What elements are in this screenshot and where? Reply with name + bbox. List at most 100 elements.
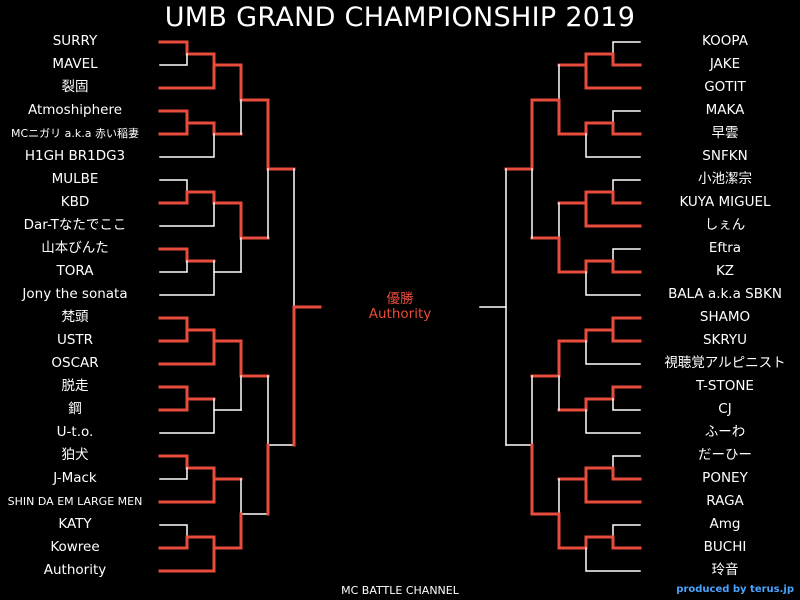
left-entrant: Kowree [50, 539, 100, 555]
right-entrant: KOOPA [702, 33, 748, 49]
bracket-line [158, 397, 189, 412]
bracket-line [612, 524, 641, 538]
bracket-line [504, 98, 534, 171]
left-entrant: SURRY [52, 33, 98, 49]
winner-heading: 優勝 [386, 291, 414, 307]
bracket-line [158, 40, 216, 56]
right-entrant: SNFKN [702, 148, 748, 164]
bracket-line [213, 398, 242, 411]
left-entrant: MCニガリ a.k.a 赤い稲妻 [10, 127, 139, 140]
left-entrant: MULBE [51, 171, 99, 187]
credit-link[interactable]: produced by terus.jp [676, 584, 794, 595]
right-entrant: SHAMO [699, 309, 751, 325]
bracket-line [584, 477, 642, 504]
right-entrant: しぇん [704, 217, 746, 233]
left-entrant: H1GH BR1DG3 [24, 148, 126, 164]
bracket-line [612, 179, 641, 193]
right-entrant: GOTIT [704, 79, 746, 95]
bracket-line [212, 466, 243, 481]
bracket-line [158, 535, 243, 550]
bracket-line [612, 41, 641, 55]
bracket-line [557, 466, 642, 481]
bracket-line [585, 547, 641, 572]
left-entrant: 脱走 [61, 378, 89, 394]
bracket-line [159, 179, 188, 193]
footer-channel: MC BATTLE CHANNEL [341, 584, 459, 597]
left-entrant: 裂固 [61, 79, 89, 95]
bracket-line [158, 328, 189, 343]
bracket-line [585, 340, 641, 365]
bracket-line [267, 375, 295, 446]
right-entrant: ふーわ [704, 424, 746, 440]
bracket-line [612, 398, 641, 411]
bracket-line [159, 133, 215, 158]
left-entrant: KBD [60, 194, 90, 210]
bracket-line [530, 98, 561, 136]
right-entrant: SKRYU [702, 332, 748, 348]
bracket-line [158, 109, 216, 125]
right-entrant: 視聴覚アルピニスト [664, 355, 786, 371]
left-entrant: Jony the sonata [22, 286, 128, 302]
bracket-line [213, 260, 242, 273]
left-entrant: SHIN DA EM LARGE MEN [7, 495, 143, 508]
right-entrant: MAKA [705, 102, 745, 118]
bracket-line [239, 63, 270, 102]
left-entrant: KATY [58, 516, 92, 532]
bracket-line [212, 328, 243, 343]
bracket-line [159, 409, 215, 434]
bracket-line [292, 305, 322, 447]
champion-label: 優勝 Authority [340, 292, 460, 322]
left-entrant: 山本びんた [41, 240, 109, 256]
bracket-line [505, 375, 533, 446]
bracket-line [158, 385, 216, 401]
bracket-line [612, 110, 641, 124]
left-entrant: 梵頭 [61, 309, 89, 325]
bracket-line [557, 385, 642, 412]
left-entrant: U-t.o. [56, 424, 94, 440]
right-entrant: だーひー [698, 447, 752, 463]
bracket-line [158, 121, 189, 136]
bracket-line [158, 316, 216, 332]
left-entrant: Dar-Tなたでここ [23, 217, 127, 233]
bracket-line [212, 52, 243, 67]
bracket-line [612, 455, 641, 469]
bracket-line [158, 339, 216, 366]
left-entrant: OSCAR [51, 355, 99, 371]
bracket-line [530, 512, 561, 550]
bracket-line [585, 133, 641, 158]
bracket-line [585, 271, 641, 296]
bracket-line [557, 190, 642, 205]
bracket-line [557, 121, 642, 136]
bracket-line [159, 467, 188, 480]
left-bracket-lines [158, 40, 322, 573]
right-entrant: CJ [718, 401, 732, 417]
left-entrant: J-Mack [53, 470, 97, 486]
right-entrant: BUCHI [703, 539, 747, 555]
left-entrant: Authority [43, 562, 107, 578]
right-entrant: T-STONE [696, 378, 754, 394]
bracket-line [530, 236, 561, 274]
bracket-line [585, 409, 641, 434]
right-entrant: 小池潔宗 [698, 171, 752, 187]
bracket-line [612, 248, 641, 262]
bracket-line [557, 259, 642, 274]
right-entrant: Eftra [708, 240, 742, 256]
bracket-line [530, 339, 561, 378]
bracket-line [158, 546, 216, 573]
right-entrant: KUYA MIGUEL [679, 194, 771, 210]
bracket-line [158, 190, 243, 205]
right-bracket-lines [479, 41, 642, 572]
bracket-line [584, 63, 642, 90]
bracket-line [158, 454, 216, 470]
right-entrant: 玲音 [711, 562, 739, 578]
bracket-line [240, 478, 269, 515]
bracket-line [158, 247, 216, 263]
left-entrant: Atmoshiphere [27, 102, 123, 118]
page-title: UMB GRAND CHAMPIONSHIP 2019 [164, 2, 636, 33]
left-entrant: MAVEL [52, 56, 98, 72]
right-entrant: KZ [715, 263, 735, 279]
left-entrant: 鋼 [68, 401, 82, 417]
bracket-line [159, 202, 215, 227]
right-entrant: Amg [709, 516, 741, 532]
bracket-line [479, 168, 507, 308]
